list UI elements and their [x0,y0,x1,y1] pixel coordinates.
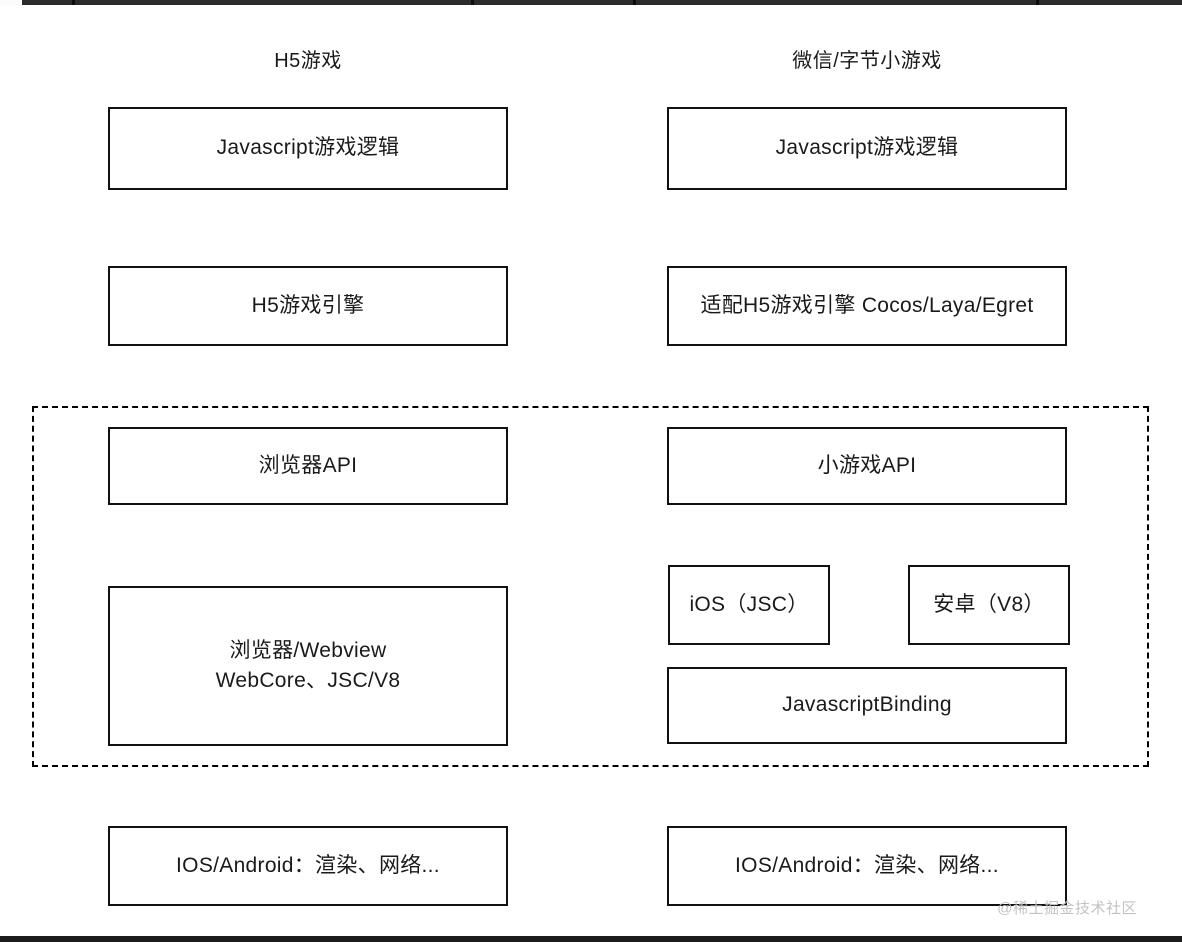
box-minigame-js-game-logic: Javascript游戏逻辑 [667,107,1067,190]
browser-webview-line2: WebCore、JSC/V8 [215,669,401,692]
box-android-v8-runtime: 安卓（V8） [908,565,1070,645]
window-top-edge-light-segment [0,0,22,5]
box-h5-game-engine: H5游戏引擎 [108,266,508,346]
box-h5-js-game-logic: Javascript游戏逻辑 [108,107,508,190]
column-title-mini-games: 微信/字节小游戏 [792,50,942,72]
tab-separator [1036,0,1039,5]
box-adapted-game-engine: 适配H5游戏引擎 Cocos/Laya/Egret [667,266,1067,346]
juejin-watermark: @稀土掘金技术社区 [997,900,1137,917]
box-minigame-api: 小游戏API [667,427,1067,505]
tab-separator [633,0,636,5]
tab-separator [471,0,474,5]
box-h5-os-layer: IOS/Android：渲染、网络... [108,826,508,906]
browser-webview-line1: 浏览器/Webview [229,638,387,662]
window-top-edge [0,0,1182,5]
box-ios-jsc-runtime: iOS（JSC） [668,565,830,645]
column-title-h5-games: H5游戏 [274,50,342,72]
tab-separator [72,0,75,5]
box-javascript-binding: JavascriptBinding [667,667,1067,744]
box-browser-webview-core: 浏览器/Webview WebCore、JSC/V8 [108,586,508,746]
window-bottom-edge [0,936,1182,942]
box-browser-api: 浏览器API [108,427,508,505]
box-minigame-os-layer: IOS/Android：渲染、网络... [667,826,1067,906]
runtime-layer-dashed-container [32,406,1149,767]
